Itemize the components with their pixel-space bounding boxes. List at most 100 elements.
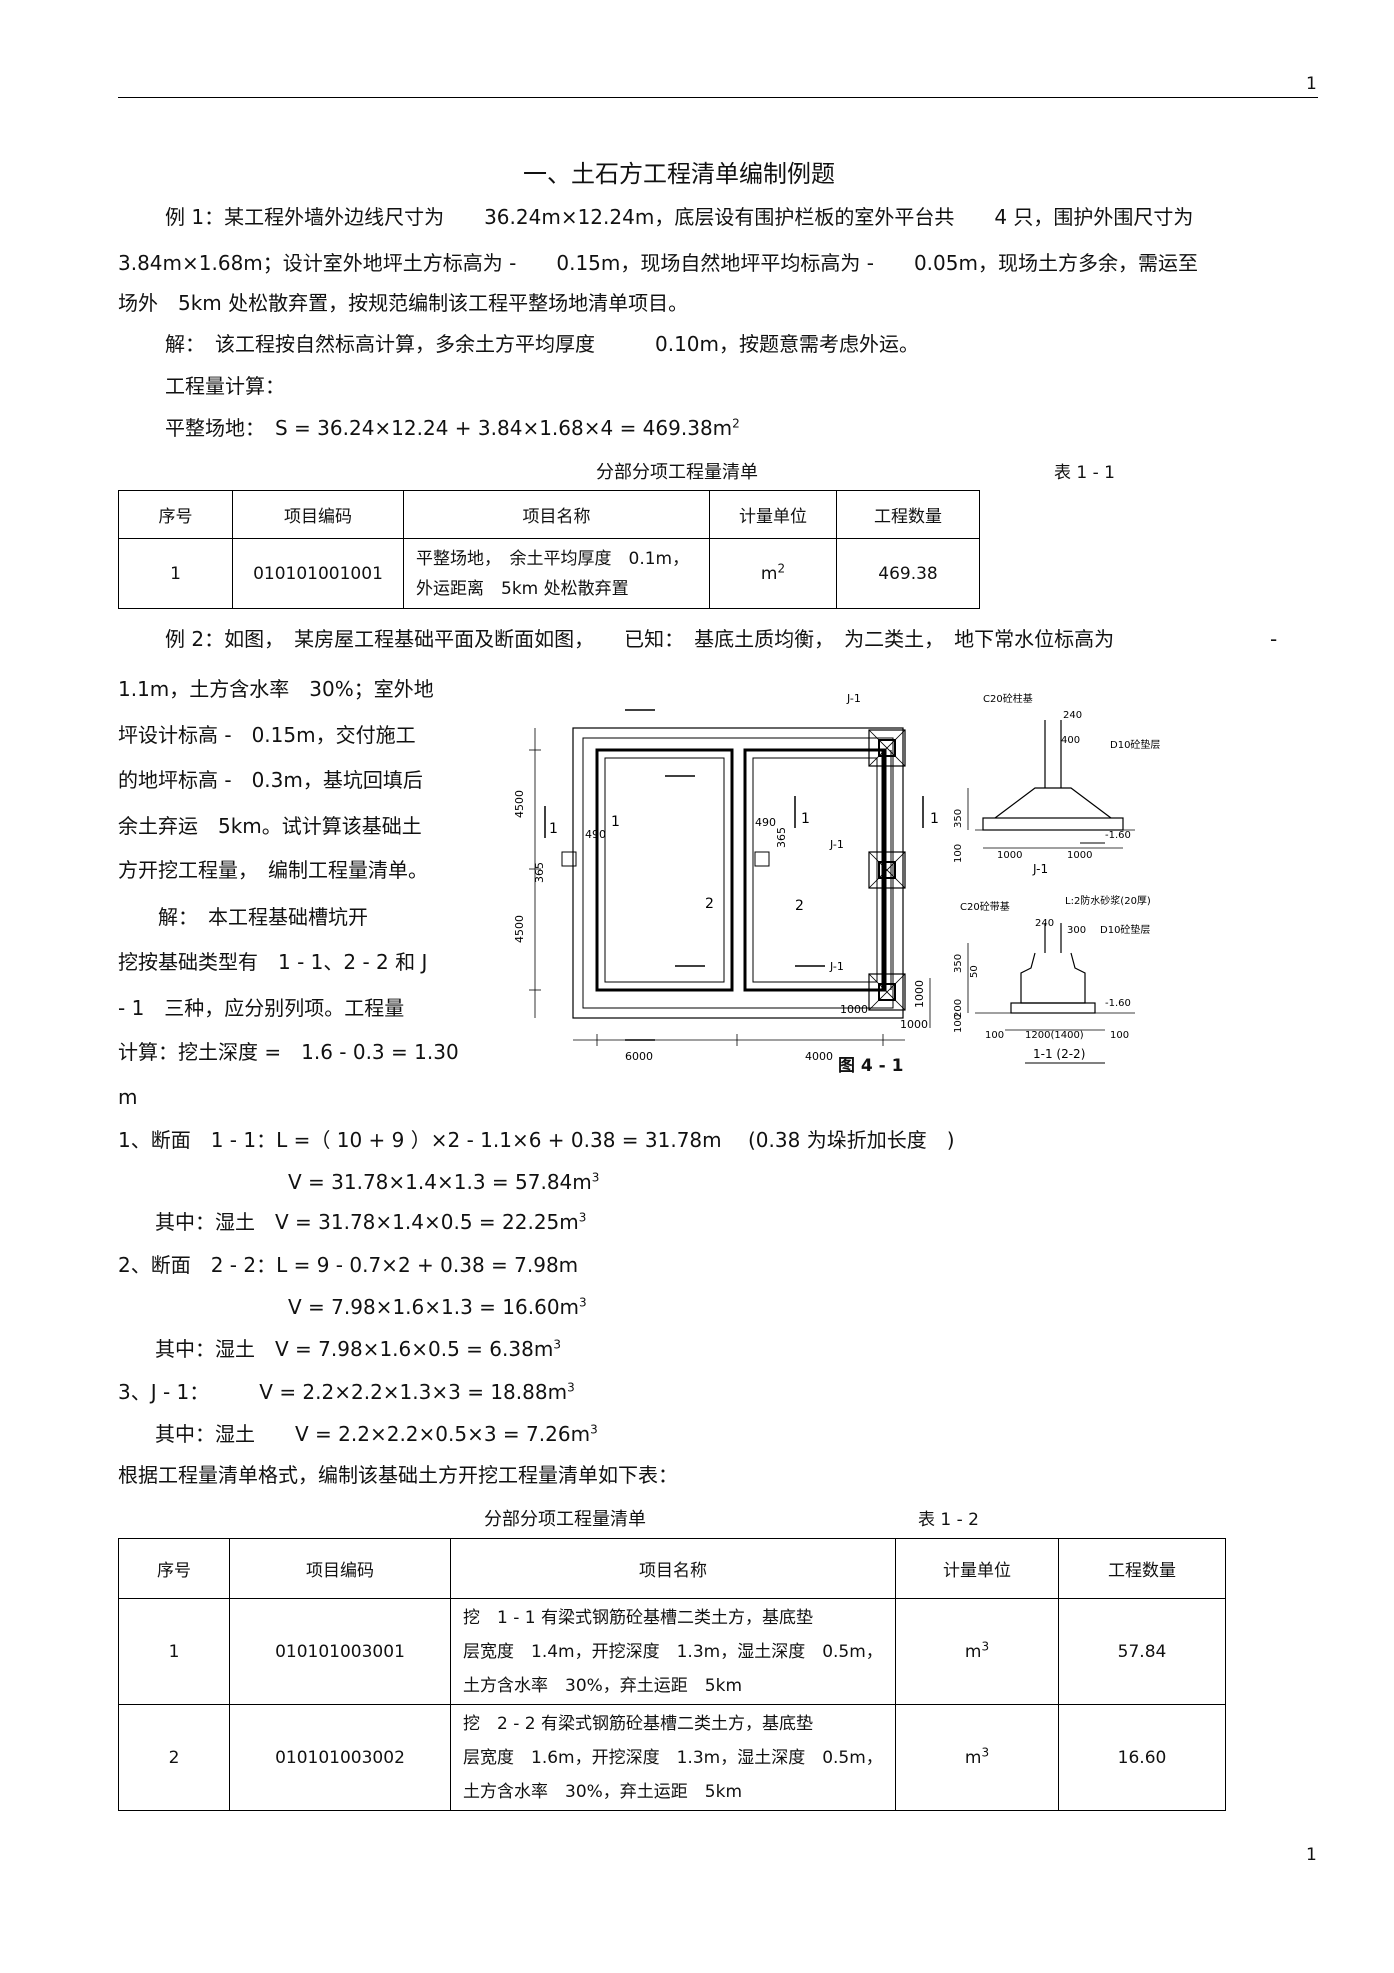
label-cut2-left: 2 — [705, 896, 714, 912]
table2-caption: 分部分项工程量清单 — [484, 1509, 646, 1530]
calc-line-3: 其中：湿土 V = 31.78×1.4×0.5 = 22.25m3 — [155, 1210, 587, 1234]
dim-1000-c: 1000 — [913, 980, 926, 1008]
table2-header: 序号 — [118, 1538, 230, 1599]
ex2-line-1: 例 2：如图， 某房屋工程基础平面及断面如图， 已知： 基底土质均衡， 为二类土… — [165, 627, 1115, 651]
ex1-line-2: 3.84m×1.68m；设计室外地坪土方标高为 - 0.15m，现场自然地坪平均… — [118, 251, 1198, 275]
table1-caption: 分部分项工程量清单 — [596, 462, 758, 483]
label-cut2-right: 2 — [795, 898, 804, 914]
calc-line-9: 根据工程量清单格式，编制该基础土方开挖工程量清单如下表： — [118, 1463, 678, 1487]
strip-dim-240: 240 — [1035, 918, 1054, 929]
ex2-sol-1: 解： 本工程基础槽坑开 — [118, 905, 368, 929]
ex2-sol-4: 计算：挖土深度 = 1.6 - 0.3 = 1.30 — [118, 1040, 459, 1064]
header-page-number: 1 — [1306, 74, 1317, 94]
table2-cell-name: 挖 2 - 2 有梁式钢筋砼基槽二类土方，基底垫 层宽度 1.6m，开挖深度 1… — [450, 1704, 896, 1811]
j1-dim-1000-left: 1000 — [997, 850, 1022, 861]
table2: 序号 项目编码 项目名称 计量单位 工程数量 1 010101003001 挖 … — [118, 1538, 1226, 1811]
dim-365-right: 365 — [775, 827, 788, 848]
calc-line-8: 其中：湿土 V = 2.2×2.2×0.5×3 = 7.26m3 — [155, 1422, 598, 1446]
j1-dim-1000-right: 1000 — [1067, 850, 1092, 861]
strip-dim-100-right: 100 — [1110, 1030, 1129, 1041]
table1-cell-unit: m2 — [709, 538, 837, 609]
j1-dim-400: 400 — [1061, 735, 1080, 746]
ex2-sol-2: 挖按基础类型有 1 - 1、2 - 2 和 J — [118, 950, 428, 974]
strip-waterproof-label: L:2防水砂浆(20厚) — [1065, 894, 1151, 907]
strip-dim-100-left: 100 — [985, 1030, 1004, 1041]
footer-page-number: 1 — [1306, 1845, 1317, 1865]
table2-cell-unit: m3 — [895, 1704, 1059, 1811]
strip-dim-350: 350 — [953, 954, 964, 973]
label-j1-mid: J-1 — [829, 838, 844, 851]
j1-elev: -1.60 — [1105, 830, 1131, 841]
dim-1000-a: 1000 — [840, 1003, 868, 1016]
label-cut1-room: 1 — [611, 814, 620, 830]
dim-4000: 4000 — [805, 1050, 833, 1063]
label-j1-top: J-1 — [846, 692, 861, 705]
figure-caption: 图 4 - 1 — [838, 1056, 904, 1076]
ex2-line-1-tail: - — [1270, 627, 1278, 651]
dim-490-left: 490 — [585, 828, 606, 841]
table1-label: 表 1 - 1 — [1054, 463, 1115, 483]
table2-header: 计量单位 — [895, 1538, 1059, 1599]
table1-header: 工程数量 — [836, 490, 980, 539]
ex1-line-1: 例 1：某工程外墙外边线尺寸为 36.24m×12.24m，底层设有围护栏板的室… — [165, 205, 1194, 229]
strip-c20-label: C20砼带基 — [960, 900, 1010, 913]
dim-6000: 6000 — [625, 1050, 653, 1063]
table2-cell-no: 2 — [118, 1704, 230, 1811]
strip-dim-300: 300 — [1067, 925, 1086, 936]
foundation-drawing: J-1 J-1 J-1 1 1 1 1 2 2 4500 4500 6000 4… — [513, 692, 1160, 1064]
strip-dim-1200: 1200(1400) — [1025, 1030, 1084, 1041]
table2-cell-unit: m3 — [895, 1598, 1059, 1705]
ex2-left-4: 余土弃运 5km。试计算该基础土 — [118, 814, 422, 838]
table1-cell-no: 1 — [118, 538, 233, 609]
ex1-calc-heading: 工程量计算： — [165, 374, 285, 398]
strip-dim-100: 100 — [953, 1014, 964, 1033]
ex2-left-3: 的地坪标高 - 0.3m，基坑回填后 — [118, 768, 423, 792]
table1-header: 序号 — [118, 490, 233, 539]
calc-line-6: 其中：湿土 V = 7.98×1.6×0.5 = 6.38m3 — [155, 1337, 561, 1361]
table2-cell-code: 010101003002 — [229, 1704, 451, 1811]
dim-365-left: 365 — [533, 862, 546, 883]
table2-label: 表 1 - 2 — [918, 1510, 979, 1530]
strip-d10-label: D10砼垫层 — [1100, 923, 1150, 936]
j1-section-name: J-1 — [1032, 862, 1048, 876]
strip-dim-200: 200 — [953, 999, 964, 1018]
dim-4500-bottom: 4500 — [513, 915, 526, 943]
calc-line-1: 1、断面 1 - 1：L =（ 10 + 9 ）×2 - 1.1×6 + 0.3… — [118, 1128, 955, 1152]
table2-cell-no: 1 — [118, 1598, 230, 1705]
label-cut1-left: 1 — [549, 821, 558, 837]
j1-dim-350: 350 — [953, 809, 964, 828]
table1-cell-name: 平整场地， 余土平均厚度 0.1m， 外运距离 5km 处松散弃置 — [403, 538, 710, 609]
table2-cell-qty: 16.60 — [1058, 1704, 1226, 1811]
ex1-line-3: 场外 5km 处松散弃置，按规范编制该工程平整场地清单项目。 — [118, 291, 689, 315]
label-cut1-right: 1 — [930, 811, 939, 827]
table2-cell-name: 挖 1 - 1 有梁式钢筋砼基槽二类土方，基底垫 层宽度 1.4m，开挖深度 1… — [450, 1598, 896, 1705]
table1: 序号 项目编码 项目名称 计量单位 工程数量 1 010101001001 平整… — [118, 490, 980, 609]
table-row: 1 010101003001 挖 1 - 1 有梁式钢筋砼基槽二类土方，基底垫 … — [118, 1598, 1226, 1705]
ex2-sol-5: m — [118, 1085, 138, 1109]
table1-header: 项目编码 — [232, 490, 404, 539]
label-cut1-mid: 1 — [801, 811, 810, 827]
page-title: 一、土石方工程清单编制例题 — [523, 160, 835, 188]
dim-1000-b: 1000 — [900, 1018, 928, 1031]
j1-c20-label: C20砼柱基 — [983, 692, 1033, 705]
ex2-sol-3: - 1 三种，应分别列项。工程量 — [118, 996, 405, 1020]
table-row: 2 010101003002 挖 2 - 2 有梁式钢筋砼基槽二类土方，基底垫 … — [118, 1704, 1226, 1811]
ex2-left-2: 坪设计标高 - 0.15m，交付施工 — [118, 723, 416, 747]
calc-line-2: V = 31.78×1.4×1.3 = 57.84m3 — [288, 1170, 600, 1194]
table1-cell-code: 010101001001 — [232, 538, 404, 609]
strip-dim-50: 50 — [969, 965, 980, 978]
table2-header: 工程数量 — [1058, 1538, 1226, 1599]
j1-dim-240: 240 — [1063, 710, 1082, 721]
dim-4500-top: 4500 — [513, 790, 526, 818]
calc-line-4: 2、断面 2 - 2：L = 9 - 0.7×2 + 0.38 = 7.98m — [118, 1253, 579, 1277]
ex2-left-1: 1.1m，土方含水率 30%；室外地 — [118, 677, 434, 701]
calc-line-7: 3、J - 1： V = 2.2×2.2×1.3×3 = 18.88m3 — [118, 1380, 575, 1404]
ex2-left-5: 方开挖工程量， 编制工程量清单。 — [118, 858, 428, 882]
table-row: 1 010101001001 平整场地， 余土平均厚度 0.1m， 外运距离 5… — [118, 538, 980, 609]
header-rule — [118, 97, 1318, 98]
label-j1-bottom: J-1 — [829, 960, 844, 973]
ex1-formula: 平整场地： S = 36.24×12.24 + 3.84×1.68×4 = 46… — [165, 416, 740, 440]
table1-header: 计量单位 — [709, 490, 837, 539]
table2-cell-code: 010101003001 — [229, 1598, 451, 1705]
table1-header: 项目名称 — [403, 490, 710, 539]
